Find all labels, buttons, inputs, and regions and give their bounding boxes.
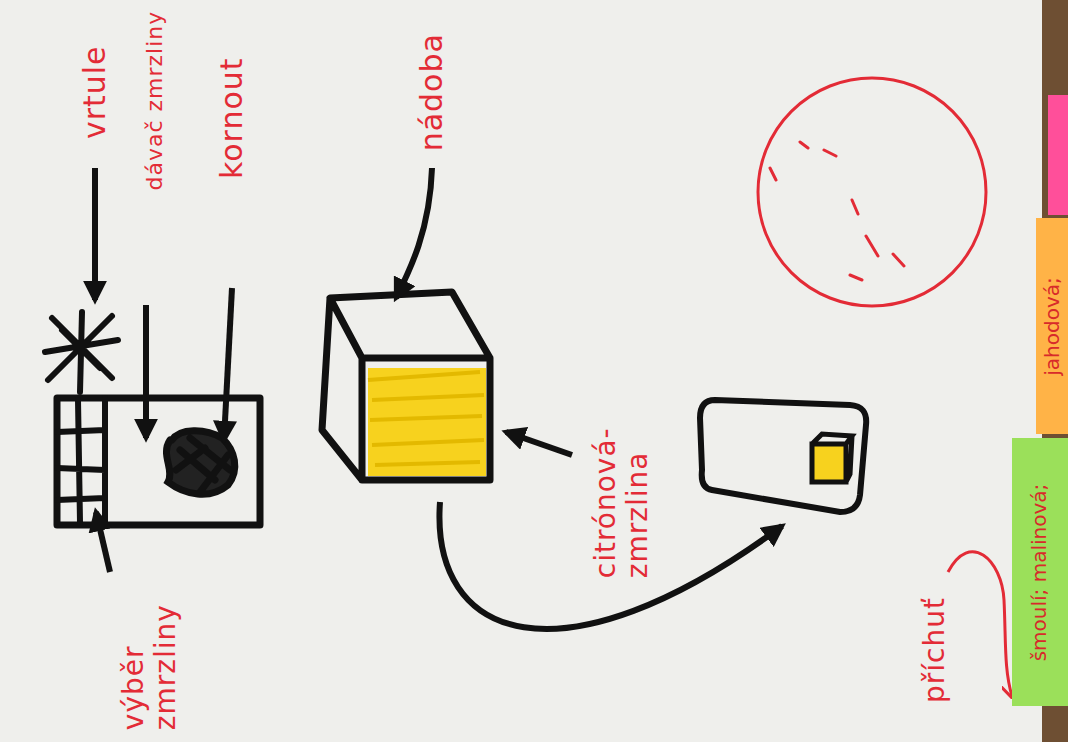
- part-label: kornout: [215, 57, 250, 179]
- small-cube: [812, 434, 852, 482]
- part-label: výběr zmrzliny: [118, 580, 182, 730]
- flavour-leader: [948, 552, 1012, 696]
- flavour-text: jahodová;: [1040, 277, 1063, 376]
- part-label: dávač zmrzliny: [142, 10, 167, 190]
- machine-box: [57, 398, 260, 525]
- leader-arrow: [506, 432, 572, 455]
- circle-marks: [770, 142, 904, 280]
- leader-arrow: [224, 288, 232, 440]
- filling-hatching: [368, 372, 484, 465]
- leader-arrow: [143, 305, 149, 438]
- leader-arrow: [92, 168, 98, 300]
- lemon-filling: [368, 368, 486, 476]
- small-cube-filling: [814, 446, 844, 480]
- red-circle: [758, 78, 986, 306]
- sticky-note: šmoulí; malinová;: [1012, 438, 1068, 706]
- leader-arrow: [96, 512, 110, 572]
- leader-arrow: [396, 168, 432, 298]
- sticky-note: jahodová;: [1036, 218, 1068, 434]
- pink-sticky-note: [1048, 95, 1068, 215]
- container-cube: [322, 292, 490, 480]
- part-label: příchuť: [919, 597, 951, 703]
- flavour-text: šmoulí; malinová;: [1028, 483, 1051, 661]
- propeller-symbol: [45, 312, 118, 392]
- ice-cream-scribble: [166, 431, 234, 494]
- part-label: nádoba: [415, 33, 450, 151]
- display-screen: [700, 400, 866, 512]
- part-label: vrtule: [78, 45, 113, 139]
- part-label: citrónová- zmrzlina: [590, 378, 654, 578]
- selection-buttons: [57, 398, 105, 525]
